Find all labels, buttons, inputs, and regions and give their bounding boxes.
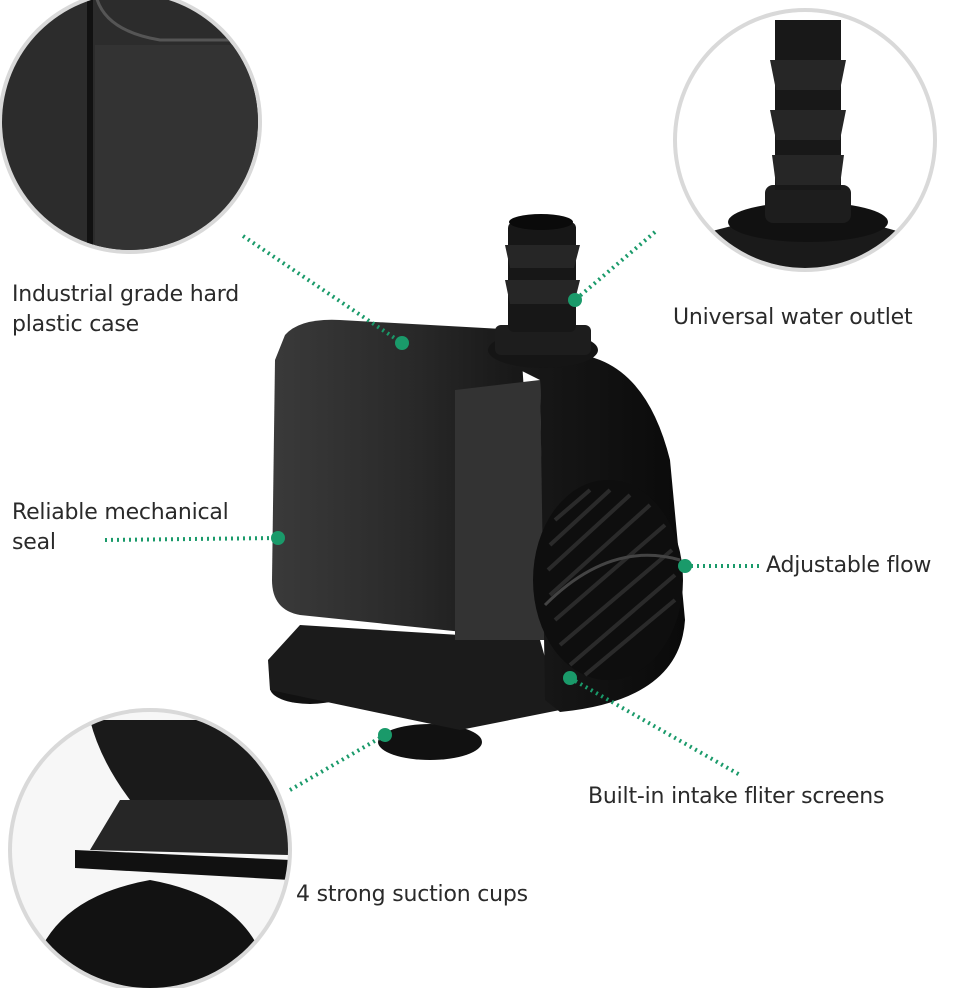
label-seal-line1: Reliable mechanical: [12, 500, 229, 525]
detail-circle-suction: [8, 708, 292, 988]
label-outlet: Universal water outlet: [673, 305, 913, 330]
detail-circle-case: [0, 0, 262, 254]
label-case-line1: Industrial grade hard: [12, 282, 240, 307]
label-seal: Reliable mechanical seal: [12, 498, 229, 558]
label-suction: 4 strong suction cups: [296, 882, 528, 907]
label-flow: Adjustable flow: [766, 553, 932, 578]
label-case-line2: plastic case: [12, 312, 140, 337]
callout-dots: [271, 293, 692, 742]
label-seal-line2: seal: [12, 530, 56, 555]
label-case: Industrial grade hard plastic case: [12, 280, 239, 340]
callout-lines: [104, 230, 762, 792]
detail-circle-outlet: [673, 8, 937, 272]
label-intake: Built-in intake fliter screens: [588, 784, 885, 809]
pump-image: [268, 214, 685, 760]
